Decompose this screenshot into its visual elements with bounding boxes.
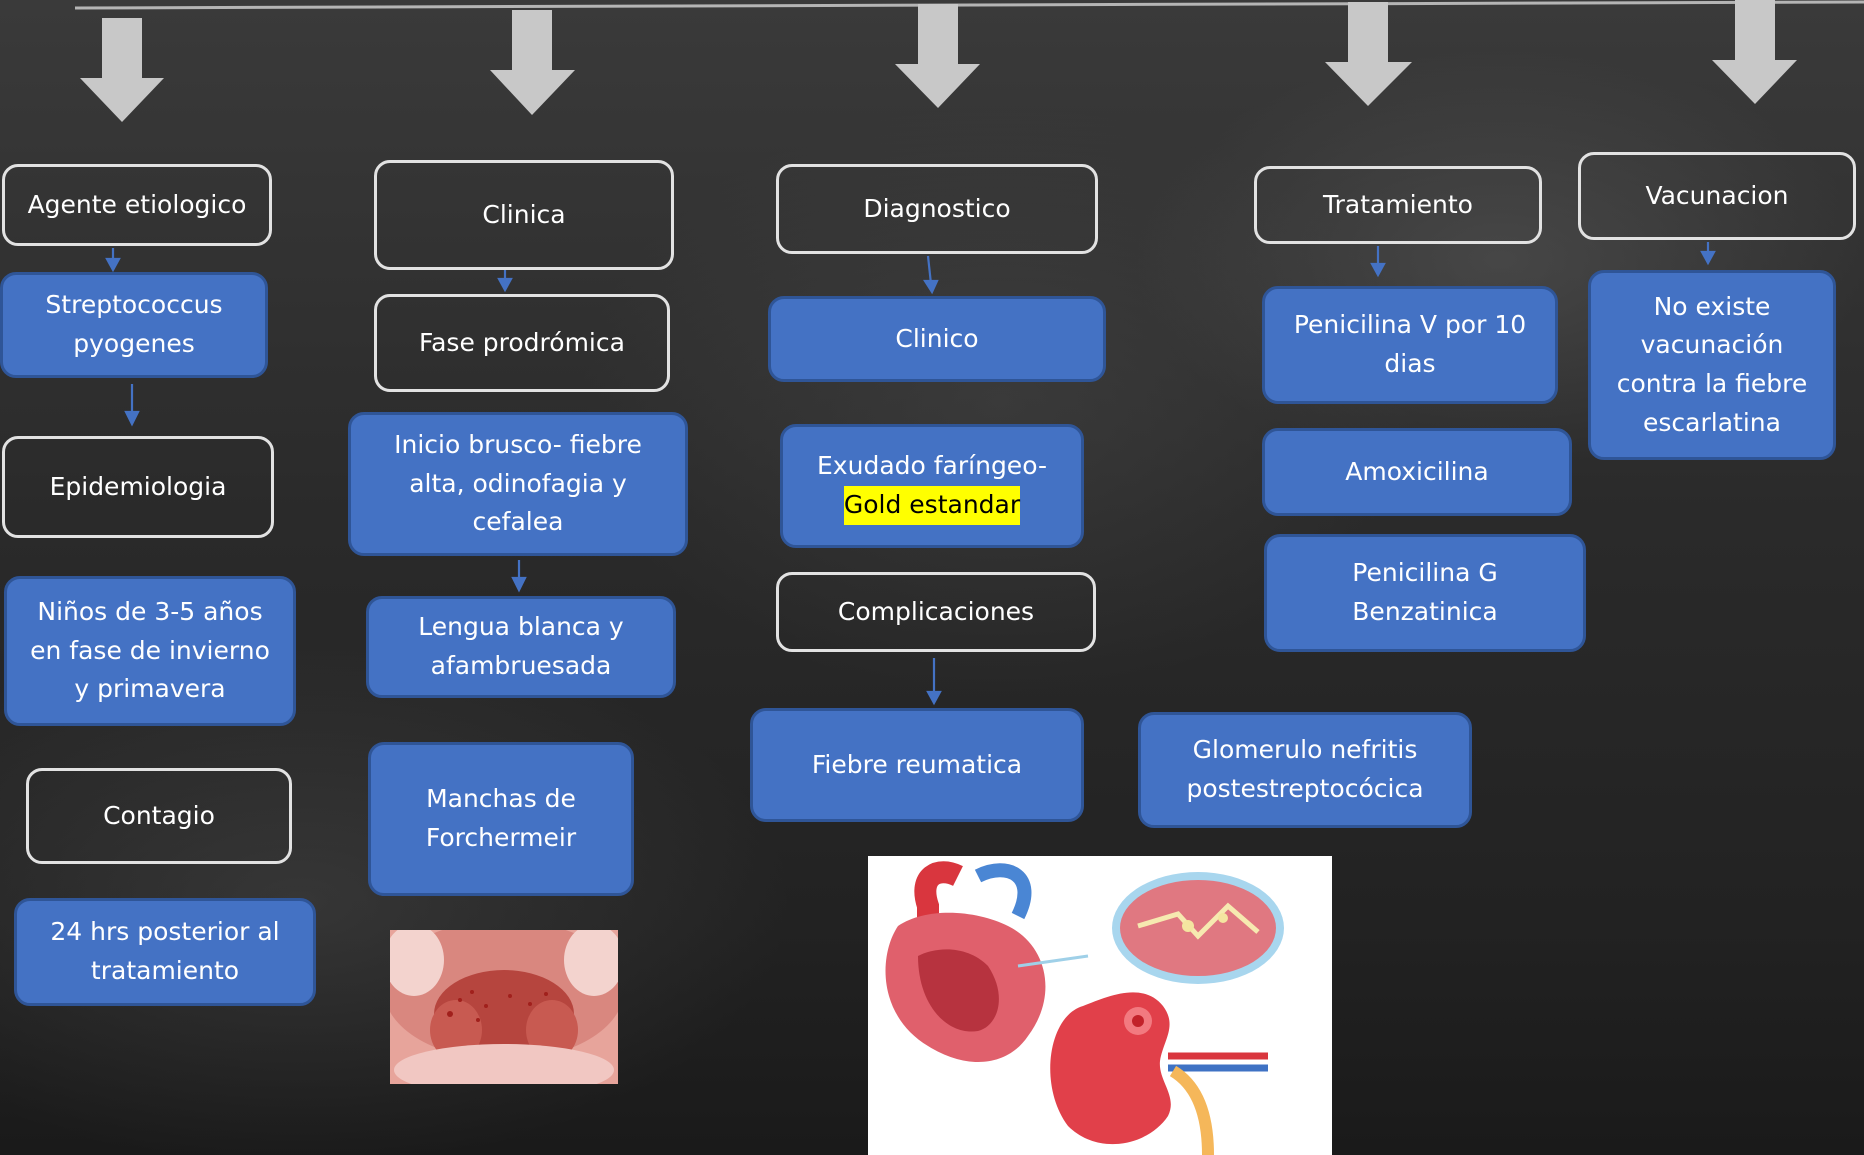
lengua-box: Lengua blanca y afambruesada: [366, 596, 676, 698]
vacunacion-title: Vacunacion: [1645, 177, 1788, 216]
clinica-title: Clinica: [482, 196, 565, 235]
epidemiologia-detail-text: Niños de 3-5 años en fase de invierno y …: [21, 593, 279, 709]
penicilina-v-box: Penicilina V por 10 dias: [1262, 286, 1558, 404]
penicilina-g-box: Penicilina G Benzatinica: [1264, 534, 1586, 652]
fiebre-box: Fiebre reumatica: [750, 708, 1084, 822]
fase-box: Fase prodrómica: [374, 294, 670, 392]
contagio-box: Contagio: [26, 768, 292, 864]
manchas-text: Manchas de Forchermeir: [385, 780, 617, 858]
clinico-text: Clinico: [895, 320, 978, 359]
tratamiento-title: Tratamiento: [1323, 186, 1473, 225]
penicilina-g-text: Penicilina G Benzatinica: [1281, 554, 1569, 632]
complicaciones-text: Complicaciones: [838, 593, 1034, 632]
organism-box: Streptococcus pyogenes: [0, 272, 268, 378]
big-arrow-vacunacion: [1712, 0, 1797, 104]
penicilina-v-text: Penicilina V por 10 dias: [1279, 306, 1541, 384]
vacunacion-detail-box: No existe vacunación contra la fiebre es…: [1588, 270, 1836, 460]
agente-title: Agente etiologico: [28, 186, 247, 225]
clinico-box: Clinico: [768, 296, 1106, 382]
big-arrow-agente: [80, 18, 164, 122]
inicio-box: Inicio brusco- fiebre alta, odinofagia y…: [348, 412, 688, 556]
exudado-box: Exudado faríngeo- Gold estandar: [780, 424, 1084, 548]
agente-title-box: Agente etiologico: [2, 164, 272, 246]
tratamiento-title-box: Tratamiento: [1254, 166, 1542, 244]
top-bar-line: [75, 2, 1864, 8]
amoxicilina-box: Amoxicilina: [1262, 428, 1572, 516]
heart-kidney-illustration: [868, 856, 1332, 1155]
epidemiologia-text: Epidemiologia: [50, 468, 227, 507]
throat-photo: [390, 930, 618, 1084]
epidemiologia-detail-box: Niños de 3-5 años en fase de invierno y …: [4, 576, 296, 726]
manchas-box: Manchas de Forchermeir: [368, 742, 634, 896]
glomerulo-text: Glomerulo nefritis postestreptocócica: [1155, 731, 1455, 809]
contagio-text: Contagio: [103, 797, 215, 836]
complicaciones-box: Complicaciones: [776, 572, 1096, 652]
vacunacion-detail-text: No existe vacunación contra la fiebre es…: [1605, 288, 1819, 443]
organism-text: Streptococcus pyogenes: [17, 286, 251, 364]
contagio-detail-text: 24 hrs posterior al tratamiento: [31, 913, 299, 991]
diagnostico-title: Diagnostico: [863, 190, 1010, 229]
vacunacion-title-box: Vacunacion: [1578, 152, 1856, 240]
fase-text: Fase prodrómica: [419, 324, 625, 363]
diagnostico-title-box: Diagnostico: [776, 164, 1098, 254]
inicio-text: Inicio brusco- fiebre alta, odinofagia y…: [365, 426, 671, 542]
gold-estandar-text: Gold estandar: [844, 486, 1020, 525]
epidemiologia-box: Epidemiologia: [2, 436, 274, 538]
glomerulo-box: Glomerulo nefritis postestreptocócica: [1138, 712, 1472, 828]
big-arrow-diagnostico: [895, 4, 980, 108]
amoxicilina-text: Amoxicilina: [1345, 453, 1488, 492]
big-arrow-tratamiento: [1325, 2, 1412, 106]
big-arrow-clinica: [490, 10, 575, 115]
contagio-detail-box: 24 hrs posterior al tratamiento: [14, 898, 316, 1006]
fiebre-text: Fiebre reumatica: [812, 746, 1022, 785]
exudado-text: Exudado faríngeo-: [817, 447, 1047, 486]
lengua-text: Lengua blanca y afambruesada: [383, 608, 659, 686]
clinica-title-box: Clinica: [374, 160, 674, 270]
